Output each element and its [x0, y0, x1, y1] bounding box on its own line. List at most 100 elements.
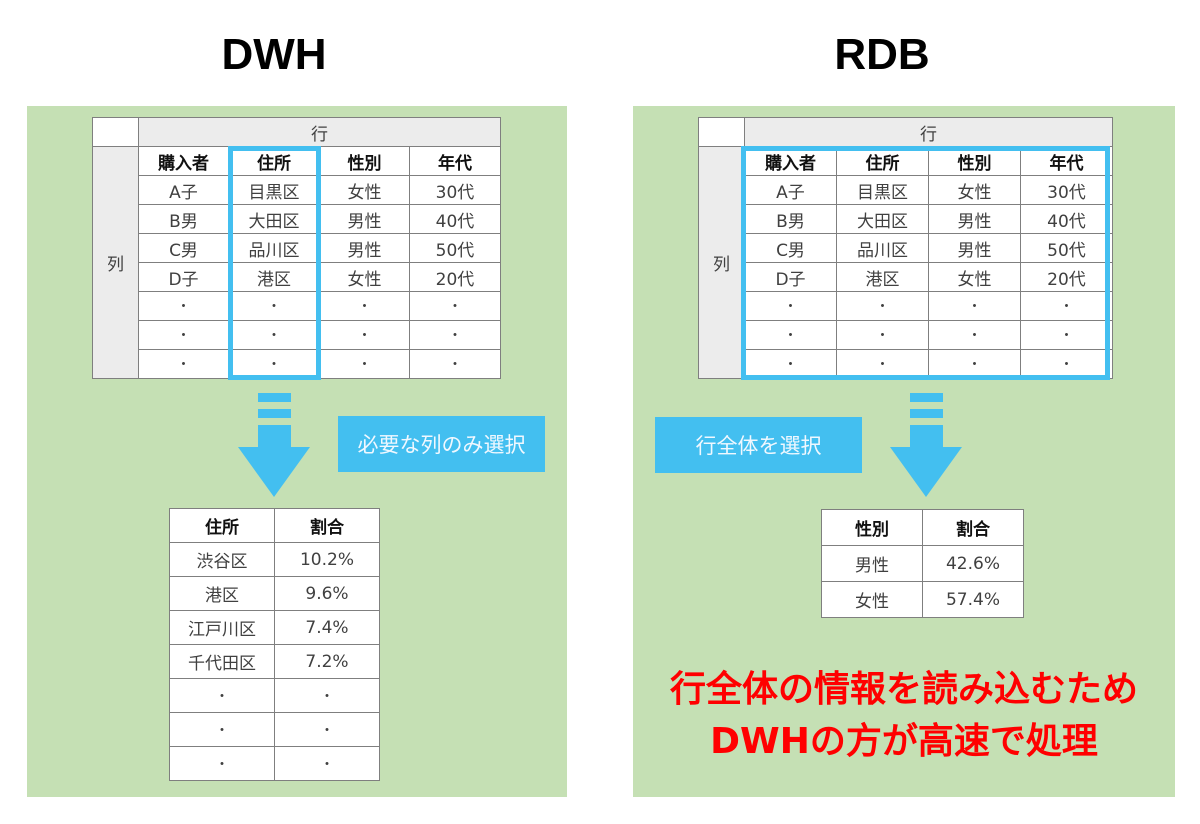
cell: 50代 [409, 233, 501, 263]
cell: ・ [836, 320, 929, 350]
cell: ・ [928, 349, 1021, 379]
table-row: ・・ [169, 712, 380, 747]
cell: ・ [836, 291, 929, 321]
table-row: ・ ・ ・ ・ [699, 349, 1113, 379]
header-cell: 住所 [228, 146, 320, 176]
down-arrow-icon [890, 393, 962, 497]
column-highlight [228, 146, 321, 380]
cell: 40代 [1020, 204, 1113, 234]
cell: 7.2% [274, 644, 380, 679]
cell: 渋谷区 [169, 542, 275, 577]
header-cell: 住所 [836, 146, 929, 176]
cell: 男性 [319, 204, 410, 234]
header-cell: 割合 [922, 509, 1024, 546]
cell: 男性 [821, 545, 923, 582]
down-arrow-icon [238, 393, 310, 497]
col-axis-label: 列 [92, 146, 139, 379]
table-row: A子 目黒区 女性 30代 [699, 175, 1113, 205]
corner-cell [92, 117, 139, 147]
cell: 千代田区 [169, 644, 275, 679]
cell: C男 [744, 233, 837, 263]
rdb-source-table: 行 列 購入者 住所 性別 年代 A子 目黒区 女性 30代 B男 大田区 男性… [698, 117, 1113, 379]
header-cell: 年代 [409, 146, 501, 176]
header-cell: 割合 [274, 508, 380, 543]
cell: 50代 [1020, 233, 1113, 263]
row-axis-label: 行 [744, 117, 1113, 147]
header-cell: 住所 [169, 508, 275, 543]
cell: ・ [274, 712, 380, 747]
cell: ・ [319, 349, 410, 379]
corner-cell [698, 117, 745, 147]
cell: 30代 [409, 175, 501, 205]
header-cell: 性別 [319, 146, 410, 176]
table-row: A子 目黒区 女性 30代 [93, 175, 501, 205]
header-cell: 年代 [1020, 146, 1113, 176]
title-rdb: RDB [834, 30, 930, 79]
rows-highlight [741, 146, 1110, 380]
cell: 大田区 [836, 204, 929, 234]
cell: ・ [228, 349, 320, 379]
table-row: ・ ・ ・ ・ [93, 291, 501, 321]
table-row: ・ ・ ・ ・ [93, 320, 501, 350]
cell: 9.6% [274, 576, 380, 611]
cell: 女性 [821, 581, 923, 618]
header-cell: 購入者 [138, 146, 229, 176]
cell: ・ [409, 291, 501, 321]
cell: ・ [744, 320, 837, 350]
note-line-1: 行全体の情報を読み込むため [669, 669, 1138, 710]
cell: ・ [928, 291, 1021, 321]
cell: ・ [138, 291, 229, 321]
cell: 7.4% [274, 610, 380, 645]
cell: A子 [138, 175, 229, 205]
cell: ・ [169, 746, 275, 781]
cell: 江戸川区 [169, 610, 275, 645]
cell: ・ [138, 320, 229, 350]
cell: ・ [228, 320, 320, 350]
cell: 品川区 [836, 233, 929, 263]
table-row: ・・ [169, 746, 380, 781]
note-line-2: DWHの方が高速で処理 [710, 721, 1098, 762]
cell: 女性 [319, 175, 410, 205]
table-row: D子 港区 女性 20代 [93, 262, 501, 292]
cell: 男性 [928, 204, 1021, 234]
cell: C男 [138, 233, 229, 263]
cell: ・ [928, 320, 1021, 350]
title-dwh: DWH [221, 30, 327, 79]
cell: ・ [228, 291, 320, 321]
cell: ・ [1020, 320, 1113, 350]
cell: 20代 [1020, 262, 1113, 292]
cell: 港区 [836, 262, 929, 292]
cell: 目黒区 [228, 175, 320, 205]
cell: 40代 [409, 204, 501, 234]
cell: 女性 [319, 262, 410, 292]
cell: ・ [274, 678, 380, 713]
header-cell: 購入者 [744, 146, 837, 176]
table-row: ・ ・ ・ ・ [699, 320, 1113, 350]
cell: ・ [409, 349, 501, 379]
dwh-label-box: 必要な列のみ選択 [338, 416, 545, 472]
cell: 女性 [928, 175, 1021, 205]
cell: ・ [319, 291, 410, 321]
cell: D子 [138, 262, 229, 292]
col-axis-label: 列 [698, 146, 745, 379]
cell: 目黒区 [836, 175, 929, 205]
table-row: ・・ [169, 678, 380, 713]
table-row: ・ ・ ・ ・ [93, 349, 501, 379]
cell: ・ [319, 320, 410, 350]
dwh-source-table: 行 列 購入者 住所 性別 年代 A子 目黒区 女性 30代 B男 大田区 男性… [92, 117, 501, 379]
cell: ・ [138, 349, 229, 379]
cell: 品川区 [228, 233, 320, 263]
table-row: B男 大田区 男性 40代 [699, 204, 1113, 234]
cell: ・ [169, 712, 275, 747]
cell: B男 [138, 204, 229, 234]
table-row: C男 品川区 男性 50代 [699, 233, 1113, 263]
rdb-note: 行全体の情報を読み込むため DWHの方が高速で処理 [633, 664, 1175, 768]
cell: ・ [409, 320, 501, 350]
cell: 42.6% [922, 545, 1024, 582]
